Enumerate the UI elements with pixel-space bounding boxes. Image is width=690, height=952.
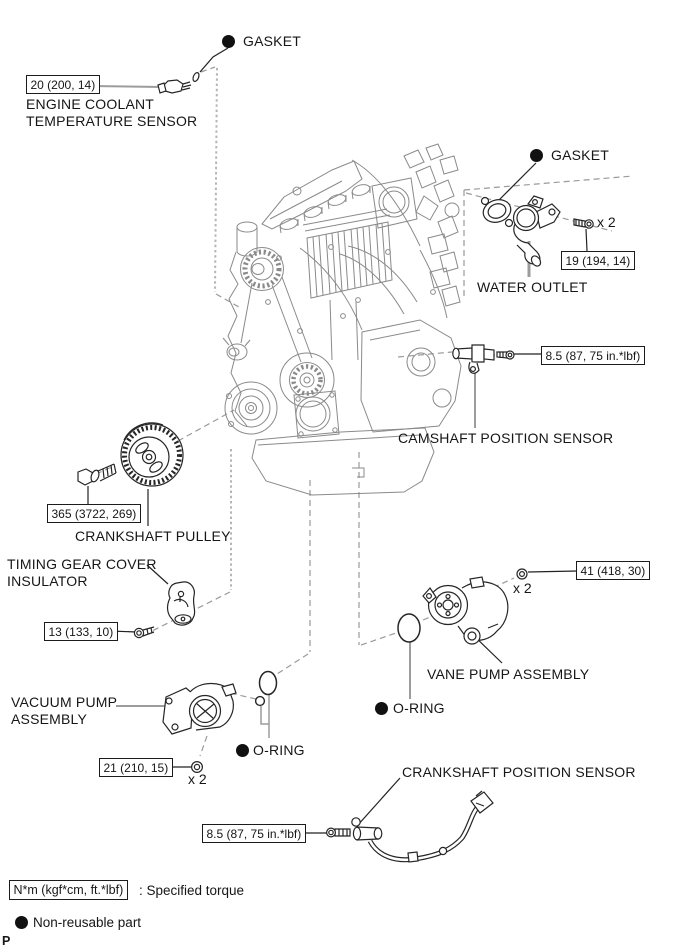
page-marker: P — [2, 934, 11, 948]
torque-box-crankshaft-pulley: 365 (3722, 269) — [47, 504, 141, 523]
torque-box-ect-sensor: 20 (200, 14) — [26, 75, 100, 94]
non-reusable-dot-icon — [222, 35, 235, 48]
exploded-parts — [77, 72, 594, 863]
timing-gear-cover-insulator-drawing — [166, 581, 196, 626]
camshaft-sensor-bolt-drawing — [496, 350, 515, 360]
vacuum-pump-nut-drawing — [191, 760, 204, 773]
label-gasket-water-outlet: GASKET — [551, 147, 609, 163]
label-gasket-top: GASKET — [243, 33, 301, 49]
legend-torque-unit-box: N*m (kgf*cm, ft.*lbf) — [9, 880, 128, 900]
non-reusable-dot-icon — [236, 744, 249, 757]
vane-pump-nut-drawing — [516, 568, 528, 580]
torque-box-water-outlet: 19 (194, 14) — [561, 251, 635, 270]
water-outlet-gasket-drawing — [480, 196, 514, 228]
non-reusable-dot-icon — [375, 702, 388, 715]
label-o-ring-vacuum-pump: O-RING — [253, 742, 305, 758]
qty-vane-pump-bolts: x 2 — [513, 580, 532, 596]
label-crankshaft-pulley: CRANKSHAFT PULLEY — [75, 528, 231, 544]
label-vacuum-pump-assembly: VACUUM PUMP ASSEMBLY — [11, 694, 118, 728]
label-camshaft-position-sensor: CAMSHAFT POSITION SENSOR — [398, 430, 614, 446]
crankshaft-pulley-drawing — [120, 422, 184, 487]
crankshaft-pulley-bolt-drawing — [77, 463, 117, 486]
torque-box-camshaft-sensor: 8.5 (87, 75 in.*lbf) — [541, 346, 645, 365]
water-outlet-drawing — [512, 195, 561, 267]
engine-illustration — [222, 143, 462, 496]
vane-pump-o-ring-drawing — [397, 613, 421, 643]
qty-vacuum-pump-nuts: x 2 — [188, 771, 207, 787]
qty-water-outlet-bolts: x 2 — [597, 214, 616, 230]
crankshaft-position-sensor-drawing — [326, 790, 494, 863]
torque-box-vacuum-pump: 21 (210, 15) — [99, 758, 173, 777]
water-outlet-bolt-drawing — [573, 218, 594, 229]
ect-sensor-drawing — [157, 72, 200, 94]
vacuum-pump-drawing — [162, 682, 237, 735]
camshaft-position-sensor-drawing — [452, 344, 495, 374]
vane-pump-drawing — [422, 576, 509, 645]
vacuum-pump-o-ring-drawing — [254, 670, 278, 707]
insulator-bolt-drawing — [133, 626, 155, 639]
label-o-ring-vane-pump: O-RING — [393, 700, 445, 716]
label-ect-sensor: ENGINE COOLANT TEMPERATURE SENSOR — [26, 96, 198, 130]
torque-box-crankshaft-sensor: 8.5 (87, 75 in.*lbf) — [202, 824, 306, 843]
torque-box-vane-pump: 41 (418, 30) — [576, 561, 650, 580]
label-vane-pump-assembly: VANE PUMP ASSEMBLY — [427, 666, 590, 682]
non-reusable-dot-icon — [530, 149, 543, 162]
label-timing-gear-cover-insulator: TIMING GEAR COVER INSULATOR — [7, 556, 157, 590]
torque-box-insulator: 13 (133, 10) — [44, 622, 118, 641]
label-crankshaft-position-sensor: CRANKSHAFT POSITION SENSOR — [402, 764, 636, 780]
label-water-outlet: WATER OUTLET — [477, 279, 588, 295]
non-reusable-dot-icon — [15, 916, 28, 929]
legend-non-reusable-caption: Non-reusable part — [33, 915, 142, 930]
legend-torque-caption: : Specified torque — [139, 883, 245, 898]
